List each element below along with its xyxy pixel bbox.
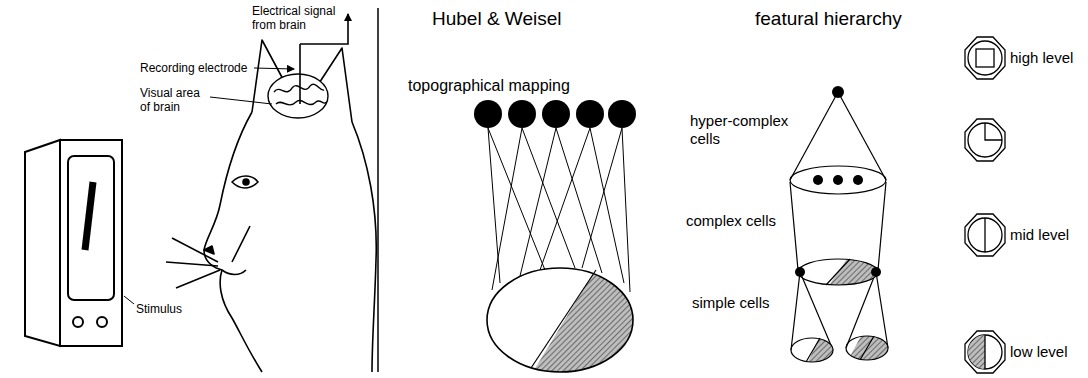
- leader-line-part: [210, 97, 272, 104]
- brain-part: [268, 74, 328, 118]
- level-icon-part: [968, 41, 1002, 75]
- signal-label: Electrical signal from brain: [252, 4, 344, 33]
- layer-label: simple cells: [692, 294, 770, 312]
- hierarchy-cones: [790, 92, 888, 350]
- leader-line: [124, 68, 294, 304]
- leader-line-part: [254, 68, 294, 69]
- monitor: [25, 140, 122, 346]
- cell-dots: [795, 86, 881, 277]
- cat-head-part: [172, 238, 218, 262]
- hierarchy-cones-part: [790, 92, 838, 180]
- cat-head-part: [243, 179, 249, 185]
- section-label: topographical mapping: [408, 76, 570, 95]
- brain: [268, 74, 328, 118]
- neuron-dots-part: [542, 100, 570, 128]
- level-icon-part: [968, 218, 1002, 252]
- field-ellipses-part: [826, 259, 850, 285]
- monitor-part: [97, 317, 107, 327]
- level-label: high level: [1010, 49, 1073, 67]
- part-label: Visual area of brain: [140, 86, 212, 115]
- level-label: low level: [1010, 343, 1068, 361]
- brain-part: [276, 100, 326, 104]
- mapping-lines-part: [622, 128, 630, 292]
- receptive-field-part: [531, 270, 596, 368]
- level-icon-part: [966, 333, 985, 371]
- hierarchy-cones-part: [838, 92, 886, 180]
- electrode: [300, 14, 348, 104]
- monitor-part: [25, 140, 60, 346]
- receptive-field-part: [528, 262, 650, 378]
- section-heading: Hubel & Weisel: [432, 8, 562, 31]
- hierarchy-cones-part: [790, 182, 798, 270]
- cat-head-part: [232, 176, 258, 188]
- leader-line-part: [124, 296, 134, 304]
- mapping-lines-part: [492, 128, 522, 290]
- level-icon: [965, 37, 1005, 373]
- field-ellipses-part: [806, 338, 820, 362]
- cat-head-part: [166, 262, 218, 266]
- receptive-field: [487, 262, 650, 378]
- level-icon-part: [984, 335, 985, 369]
- cell-dots-part: [795, 267, 805, 277]
- level-icon-part: [965, 37, 1005, 79]
- field-ellipses-part: [846, 336, 888, 360]
- hierarchy-cones-part: [876, 272, 888, 348]
- field-shading-part: [846, 334, 890, 364]
- mapping-lines-part: [488, 128, 500, 283]
- level-icon-part: [965, 331, 1005, 373]
- receptive-field-part: [487, 268, 633, 372]
- cell-dots-part: [853, 175, 863, 185]
- field-ellipses-part: [860, 336, 874, 360]
- divider: [377, 8, 379, 372]
- neuron-dots-part: [508, 100, 536, 128]
- layer-label: hyper-complex cells: [690, 112, 794, 148]
- mapping-lines-part: [582, 128, 622, 268]
- level-icon-part: [985, 123, 1002, 140]
- level-icon-part: [984, 218, 985, 252]
- bar-stimulus: [85, 182, 93, 250]
- cat-head-part: [176, 270, 220, 288]
- neuron-dots-part: [608, 100, 636, 128]
- hierarchy-cones-part: [878, 182, 886, 270]
- level-icon-part: [968, 123, 1002, 157]
- field-ellipses-part: [791, 338, 833, 362]
- electrode-part: [299, 44, 301, 104]
- level-icon-part: [965, 214, 1005, 256]
- field-shading: [806, 254, 890, 366]
- monitor-part: [68, 156, 114, 300]
- mapping-lines-part: [488, 128, 545, 270]
- cell-dots-part: [832, 86, 844, 98]
- level-label: mid level: [1010, 226, 1069, 244]
- monitor-part: [60, 140, 122, 346]
- mapping-lines-part: [590, 128, 624, 283]
- neuron-dots: [474, 100, 636, 128]
- field-ellipses: [791, 259, 888, 362]
- level-icon-part: [965, 119, 1005, 161]
- section-heading: featural hierarchy: [755, 8, 902, 31]
- cell-dots-part: [813, 175, 823, 185]
- monitor-part: [73, 317, 83, 327]
- field-ellipses-part: [798, 259, 878, 285]
- cat-head-part: [222, 270, 246, 275]
- electrode-part: [300, 14, 348, 44]
- cat-head-part: [204, 112, 262, 372]
- level-icon-part: [976, 49, 994, 67]
- neuron-dots-part: [576, 100, 604, 128]
- cell-dots-part: [833, 175, 843, 185]
- layer-label: complex cells: [686, 212, 776, 230]
- part-label: Recording electrode: [140, 61, 247, 75]
- cat-head-part: [352, 122, 376, 372]
- part-label: Stimulus: [136, 302, 182, 316]
- hierarchy-cones-part: [791, 272, 800, 350]
- hierarchy-cones-part: [790, 166, 886, 194]
- cat-head-part: [204, 246, 214, 254]
- cat-head-part: [232, 226, 250, 262]
- neuron-dots-part: [474, 100, 502, 128]
- mapping-lines-part: [520, 128, 556, 276]
- mapping-lines-part: [540, 128, 590, 270]
- brain-part: [274, 84, 324, 92]
- cell-dots-part: [871, 267, 881, 277]
